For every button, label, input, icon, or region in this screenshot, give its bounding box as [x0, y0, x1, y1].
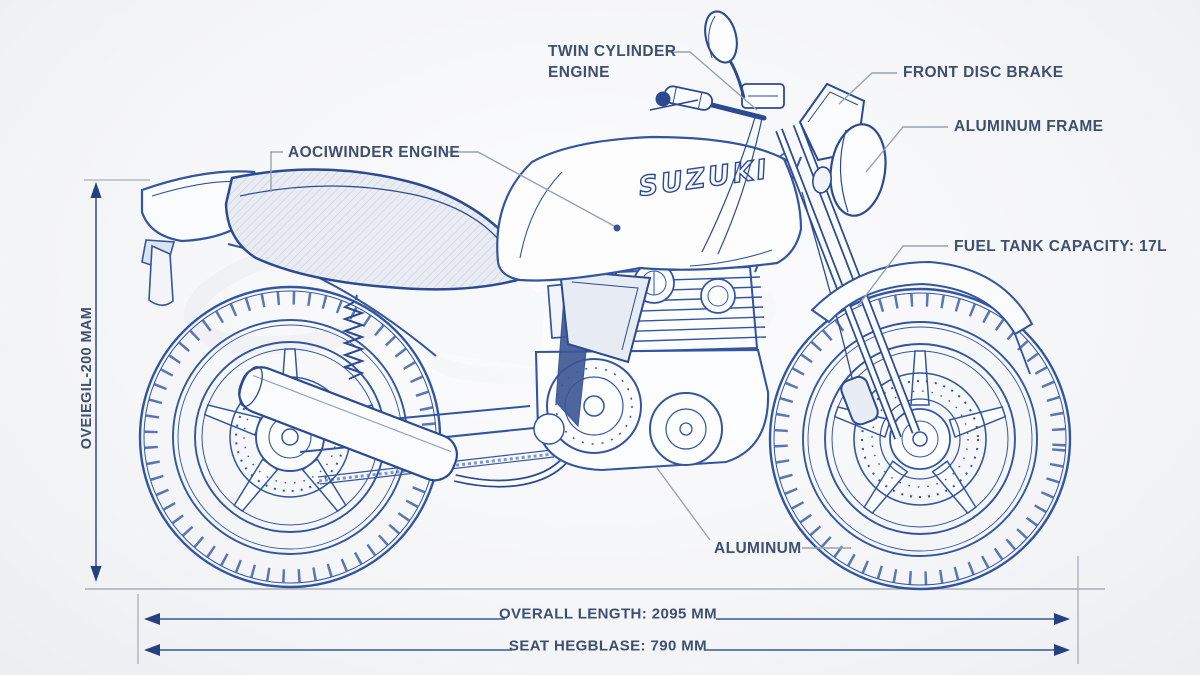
fuel-tank: SUZUKI [496, 135, 803, 282]
side-panel [555, 268, 652, 428]
callout-aluminum: ALUMINUM [714, 540, 802, 557]
callout-front-disc-brake: FRONT DISC BRAKE [903, 64, 1064, 81]
callout-aluminum-frame: ALUMINUM FRAME [954, 118, 1104, 135]
dimension-lines [84, 179, 1079, 664]
front-wheel [768, 287, 1072, 591]
callout-engine-left: AOCIWINDER ENGINE [288, 144, 461, 161]
dimension-seat-wheelbase: SEAT HEGBLASE: 790 MM [508, 637, 708, 655]
dimension-height-label: OVEIEGIL-200 MAM [79, 306, 95, 450]
callout-twin-cylinder-engine: TWIN CYLINDER ENGINE [548, 43, 677, 81]
front-cockpit [649, 10, 887, 255]
dimension-overall-length: OVERALL LENGTH: 2095 MM [498, 605, 718, 623]
leader-lines [270, 51, 948, 549]
callout-fuel-tank-capacity: FUEL TANK CAPACITY: 17L [954, 238, 1168, 255]
